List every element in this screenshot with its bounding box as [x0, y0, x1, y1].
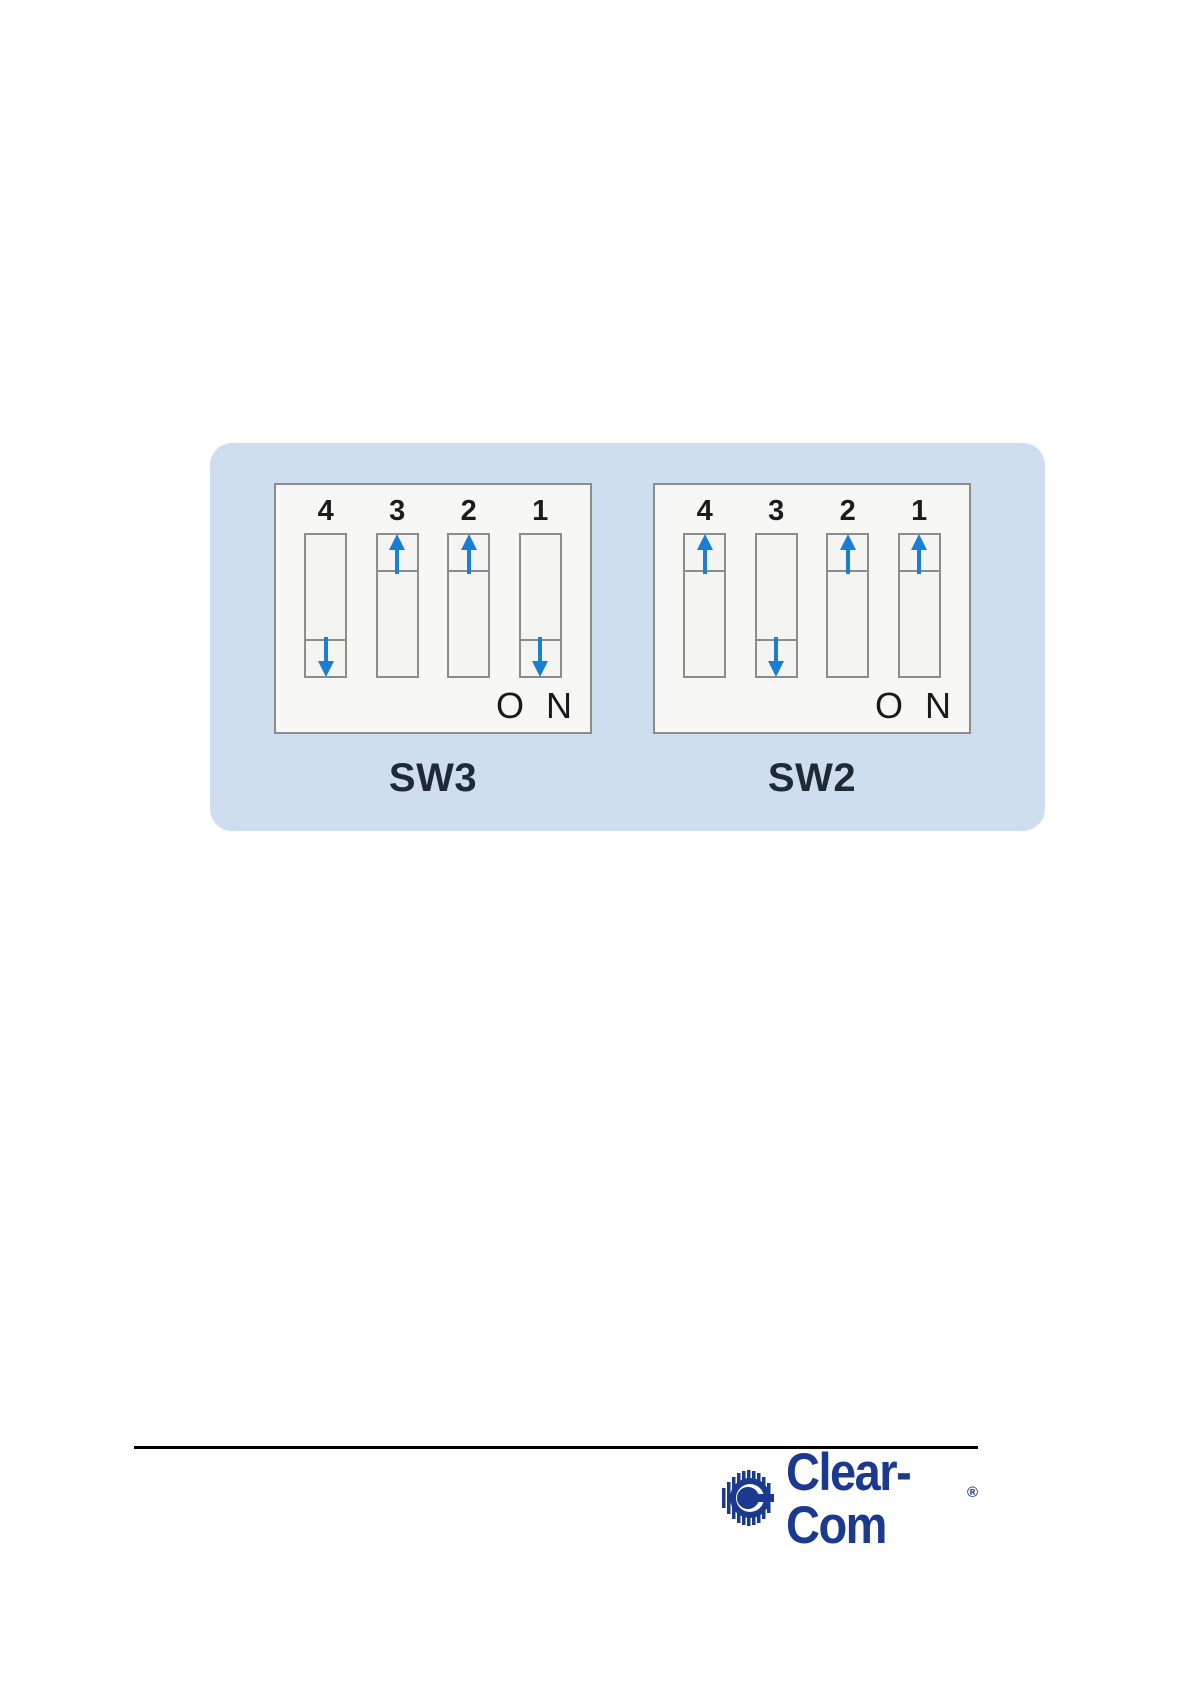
clear-com-wordmark: Clear-Com: [786, 1442, 912, 1554]
on-letter-n: N: [925, 685, 951, 726]
switch-number-row-sw2: 4 3 2 1: [655, 493, 969, 529]
switch-number-row-sw3: 4 3 2 1: [276, 493, 590, 529]
on-letter-o: O: [495, 685, 524, 726]
clear-com-logo: Clear-Com ®: [722, 1445, 978, 1551]
dip-switch-sw2-1[interactable]: [897, 533, 941, 678]
switch-number-label: 1: [532, 494, 549, 527]
switch-number-label: 1: [911, 494, 928, 527]
switch-slot: [505, 533, 577, 678]
switch-lever-row-sw3: [276, 533, 590, 678]
arrow-up-icon: [389, 534, 406, 574]
switch-number-label: 4: [317, 494, 334, 527]
dip-switch-block-sw2: 4 3 2 1: [653, 483, 971, 734]
arrow-down-icon: [768, 637, 785, 677]
on-label-sw3: O N: [496, 688, 572, 724]
on-label-sw2: O N: [875, 688, 951, 724]
registered-trademark-symbol: ®: [966, 1484, 978, 1501]
switch-slot: [812, 533, 884, 678]
switch-number-label: 3: [768, 494, 785, 527]
switch-slot: [433, 533, 505, 678]
clear-com-logo-mark-icon: [722, 1470, 774, 1526]
switch-number-label: 4: [696, 494, 713, 527]
arrow-down-icon: [317, 637, 334, 677]
dip-switch-sw3-3[interactable]: [375, 533, 419, 678]
switch-slot: [884, 533, 956, 678]
dip-switch-sw3-1[interactable]: [518, 533, 562, 678]
dip-switch-figure-panel: 4 3 2 1: [210, 443, 1045, 831]
dip-switch-sw2-3[interactable]: [754, 533, 798, 678]
switch-lever-row-sw2: [655, 533, 969, 678]
switch-group-caption-sw3: SW3: [388, 756, 478, 800]
switch-number-label: 3: [389, 494, 406, 527]
dip-switch-sw3-4[interactable]: [304, 533, 348, 678]
switch-group-caption-sw2: SW2: [767, 756, 857, 800]
arrow-up-icon: [911, 534, 928, 574]
arrow-up-icon: [696, 534, 713, 574]
switch-slot: [741, 533, 813, 678]
switch-group-sw2: 4 3 2 1: [653, 483, 971, 801]
arrow-down-icon: [532, 637, 549, 677]
dip-switch-sw2-4[interactable]: [683, 533, 727, 678]
dip-switch-block-sw3: 4 3 2 1: [274, 483, 592, 734]
switch-number-label: 2: [839, 494, 856, 527]
switch-slot: [362, 533, 434, 678]
arrow-up-icon: [460, 534, 477, 574]
dip-switch-sw3-2[interactable]: [447, 533, 491, 678]
on-letter-o: O: [874, 685, 903, 726]
switch-group-sw3: 4 3 2 1: [274, 483, 592, 801]
switch-number-label: 2: [460, 494, 477, 527]
dip-switch-sw2-2[interactable]: [826, 533, 870, 678]
on-letter-n: N: [546, 685, 572, 726]
switch-slot: [669, 533, 741, 678]
arrow-up-icon: [839, 534, 856, 574]
switch-slot: [290, 533, 362, 678]
footer-divider: [134, 1446, 978, 1449]
